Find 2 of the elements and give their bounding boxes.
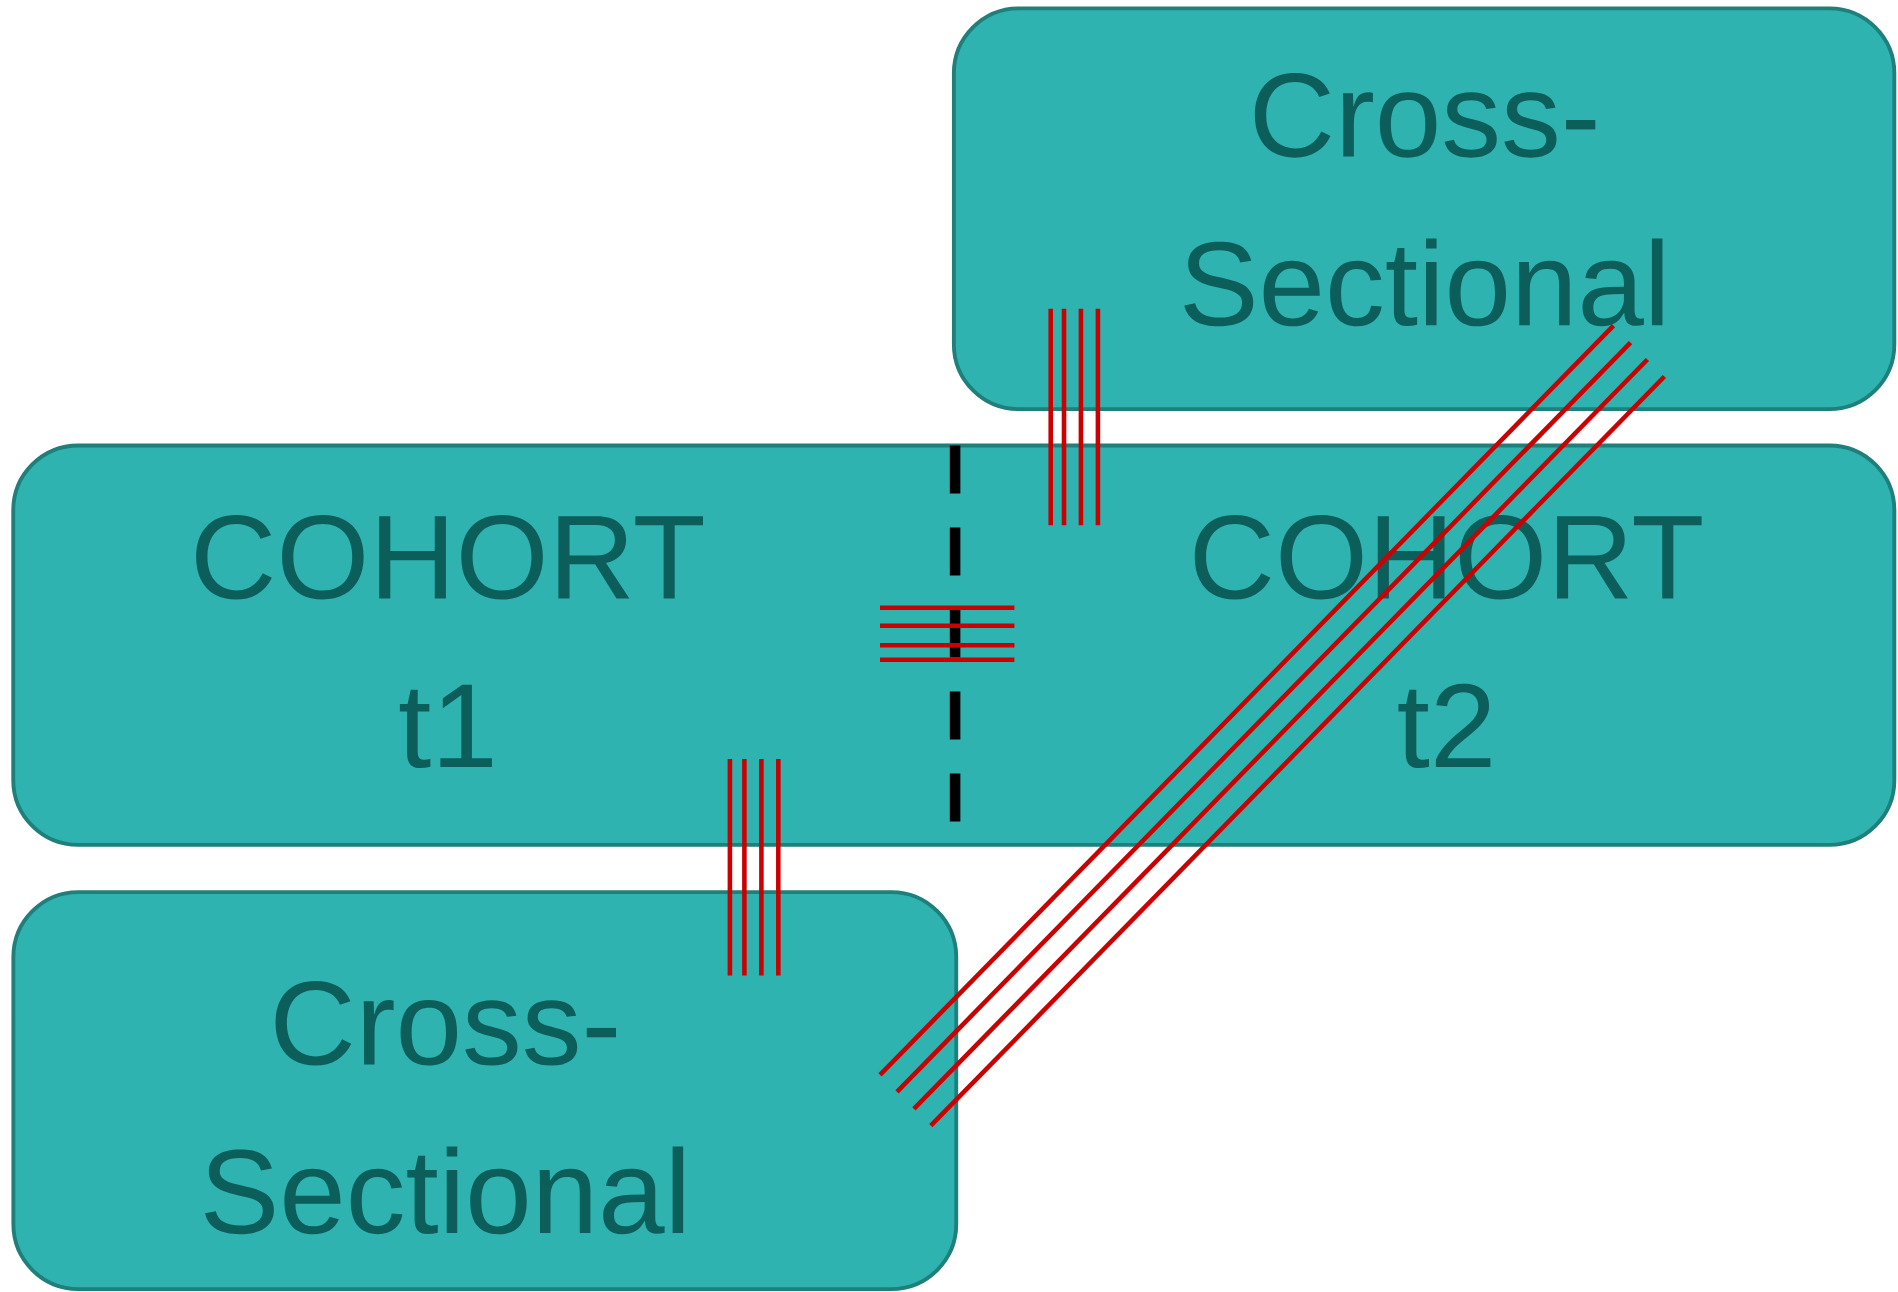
rounded-box: Cross-Sectional [951,6,1897,412]
rounded-box: Cross-Sectional [11,890,959,1292]
